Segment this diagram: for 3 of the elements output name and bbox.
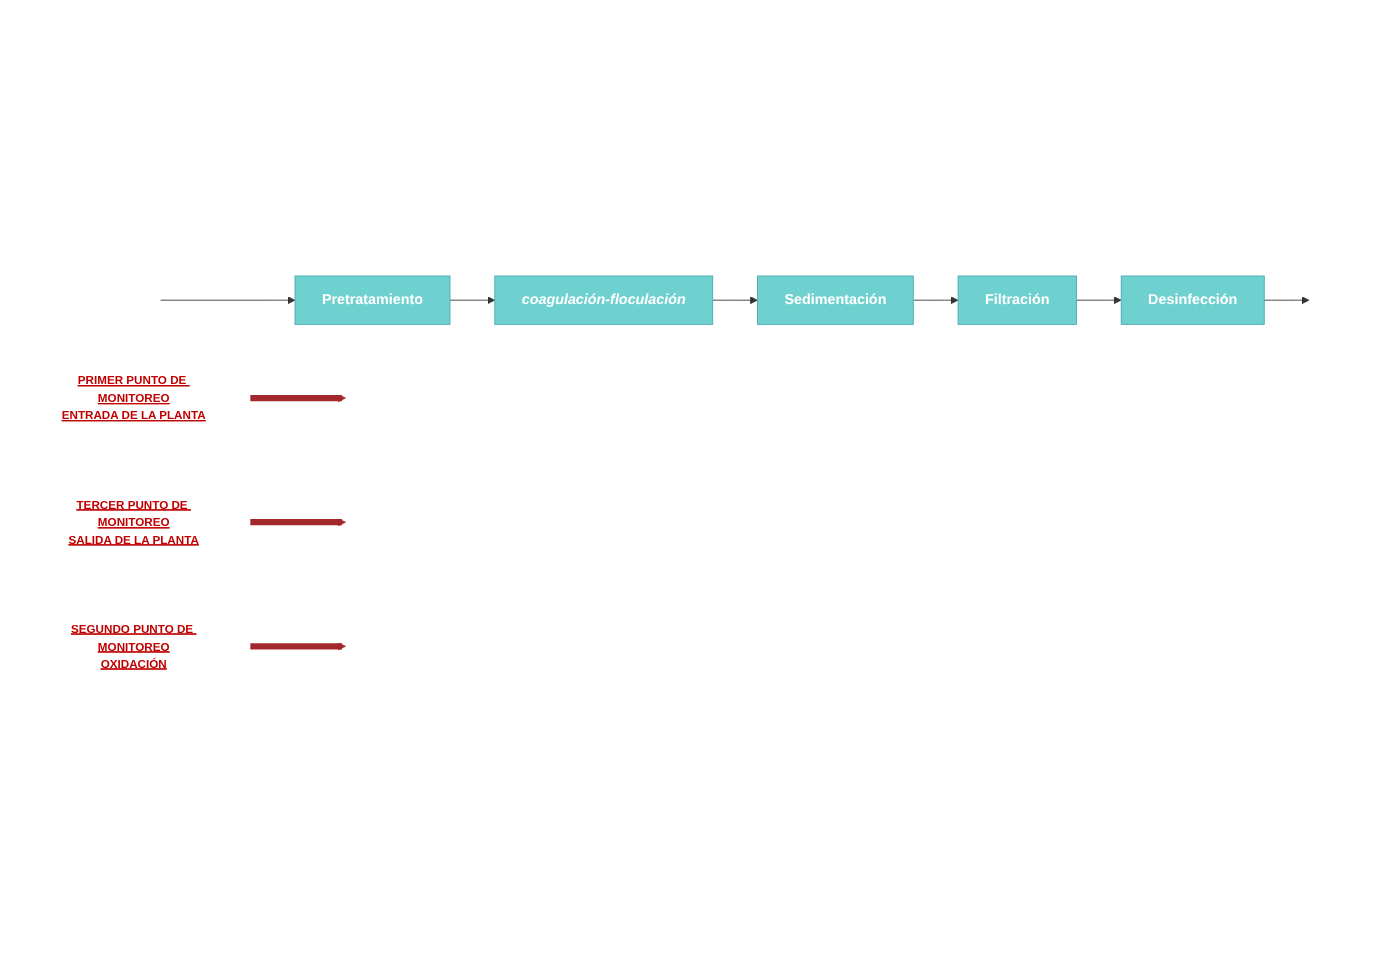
- arrow: [250, 518, 346, 527]
- arrow: [250, 394, 346, 403]
- arrow: [250, 642, 346, 651]
